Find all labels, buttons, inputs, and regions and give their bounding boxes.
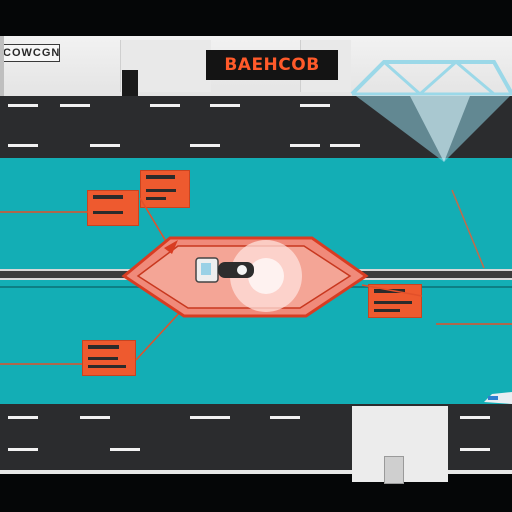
- lane-dash: [8, 144, 38, 147]
- edge-pillar: [0, 36, 4, 96]
- lane-dash: [190, 416, 230, 419]
- left-sign: COWCGN: [2, 44, 60, 62]
- tag-icon: [87, 190, 139, 226]
- lane-dash: [270, 416, 300, 419]
- center-sign: BAEHCOB: [206, 50, 338, 80]
- booth-door: [384, 456, 404, 484]
- tag-icon: [368, 284, 422, 318]
- lane-dash: [300, 104, 330, 107]
- lane-dash: [80, 416, 110, 419]
- tag-icon: [82, 340, 136, 376]
- tag-icon: [140, 170, 190, 208]
- lane-dash: [8, 448, 38, 451]
- connector-lines: [0, 189, 512, 365]
- building-door: [122, 70, 138, 104]
- lane-dash: [60, 104, 90, 107]
- lane-dash: [190, 144, 220, 147]
- lane-dash: [8, 416, 38, 419]
- lane-dash: [90, 144, 120, 147]
- lane-dash: [460, 416, 490, 419]
- lane-dash: [8, 104, 38, 107]
- vehicle-icon: [484, 392, 512, 404]
- camera-icon: [195, 257, 254, 283]
- lane-dash: [150, 104, 180, 107]
- lane-dash: [460, 448, 490, 451]
- lane-dash: [110, 448, 140, 451]
- lane-dash: [210, 104, 240, 107]
- curb: [0, 470, 512, 474]
- lane-dash: [330, 144, 360, 147]
- bridge-icon: [350, 60, 512, 162]
- lane-dash: [290, 144, 320, 147]
